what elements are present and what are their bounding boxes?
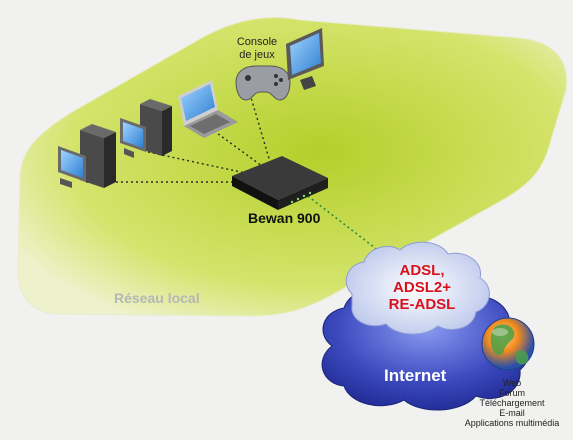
service-item: E-mail — [499, 408, 525, 418]
internet-label: Internet — [384, 366, 447, 385]
adsl-label-line-3: RE-ADSL — [388, 296, 456, 313]
lan-label: Réseau local — [114, 290, 200, 306]
adsl-label-line-1: ADSL, — [399, 262, 445, 279]
adsl-label-line-2: ADSL2+ — [393, 279, 451, 296]
router-label: Bewan 900 — [248, 210, 321, 226]
console-label: Console de jeux — [222, 36, 292, 62]
service-item: Applications multimédia — [464, 418, 560, 428]
desktop-pc-1-icon — [58, 124, 116, 188]
globe-icon — [481, 317, 535, 371]
adsl-label: ADSL, ADSL2+ RE-ADSL — [372, 262, 472, 313]
services-list: Web Forum Téléchargement E-mail Applicat… — [452, 378, 572, 428]
desktop-pc-2-icon — [120, 99, 172, 158]
tv-screen-icon — [286, 28, 324, 90]
laptop-icon — [178, 80, 238, 138]
console-label-line-1: Console — [236, 36, 278, 48]
console-label-line-2: de jeux — [239, 49, 275, 61]
service-item: Forum — [498, 388, 525, 398]
adsl-cloud — [345, 241, 490, 335]
service-item: Web — [502, 378, 522, 388]
router-icon — [232, 156, 328, 210]
service-item: Téléchargement — [479, 398, 545, 408]
adsl-link — [299, 189, 389, 259]
game-controller-icon — [235, 65, 291, 101]
